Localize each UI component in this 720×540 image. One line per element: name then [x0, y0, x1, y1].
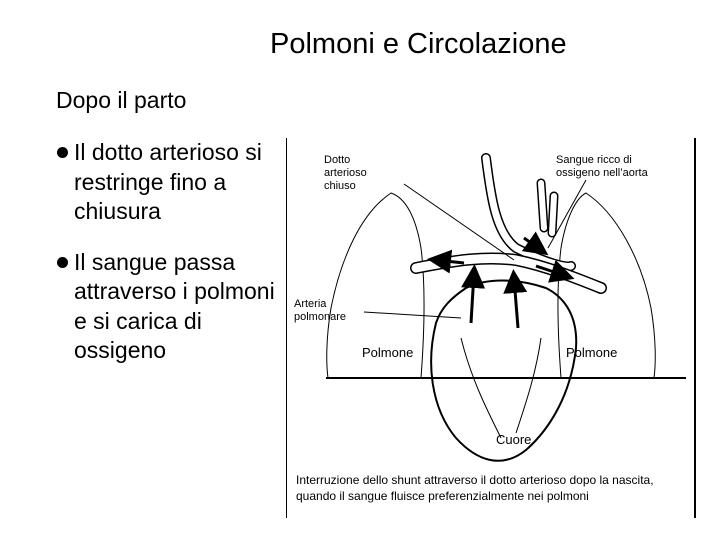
bullet-item: Il sangue passa attraverso i polmoni e s…: [56, 248, 276, 366]
slide-title: Polmoni e Circolazione: [270, 28, 567, 60]
label-heart: Cuore: [496, 432, 532, 447]
bullet-list: Il dotto arterioso si restringe fino a c…: [56, 138, 276, 387]
figure-caption: Interruzione dello shunt attraverso il d…: [296, 473, 654, 503]
bullet-dot-icon: [57, 256, 68, 268]
flow-arrow: [503, 269, 528, 329]
heart-lungs-illustration: [286, 138, 696, 518]
label-pulmonary-artery: Arteria polmonare: [294, 298, 346, 323]
heart-vessel: [515, 337, 542, 434]
circulation-diagram: Dotto arterioso chiuso Sangue ricco di o…: [286, 138, 696, 518]
leader-line-pulmonary: [363, 311, 462, 319]
label-lung-left: Polmone: [362, 345, 414, 360]
bullet-text: Il dotto arterioso si restringe fino a c…: [74, 139, 262, 224]
bullet-dot-icon: [57, 147, 68, 158]
flow-arrow: [535, 259, 575, 283]
leader-line-ductus: [403, 183, 515, 261]
label-aorta-blood: Sangue ricco di ossigeno nell’aorta: [556, 154, 648, 179]
heart-vessel: [460, 337, 502, 439]
label-lung-right: Polmone: [566, 345, 618, 360]
bullet-text: Il sangue passa attraverso i polmoni e s…: [74, 248, 275, 364]
leader-line-aorta: [547, 179, 587, 249]
label-ductus: Dotto arterioso chiuso: [324, 154, 367, 192]
flow-arrow: [521, 231, 549, 256]
bullet-item: Il dotto arterioso si restringe fino a c…: [56, 138, 276, 227]
slide-subtitle: Dopo il parto: [56, 87, 187, 113]
flow-arrow: [461, 264, 486, 324]
flow-arrow: [427, 249, 465, 274]
